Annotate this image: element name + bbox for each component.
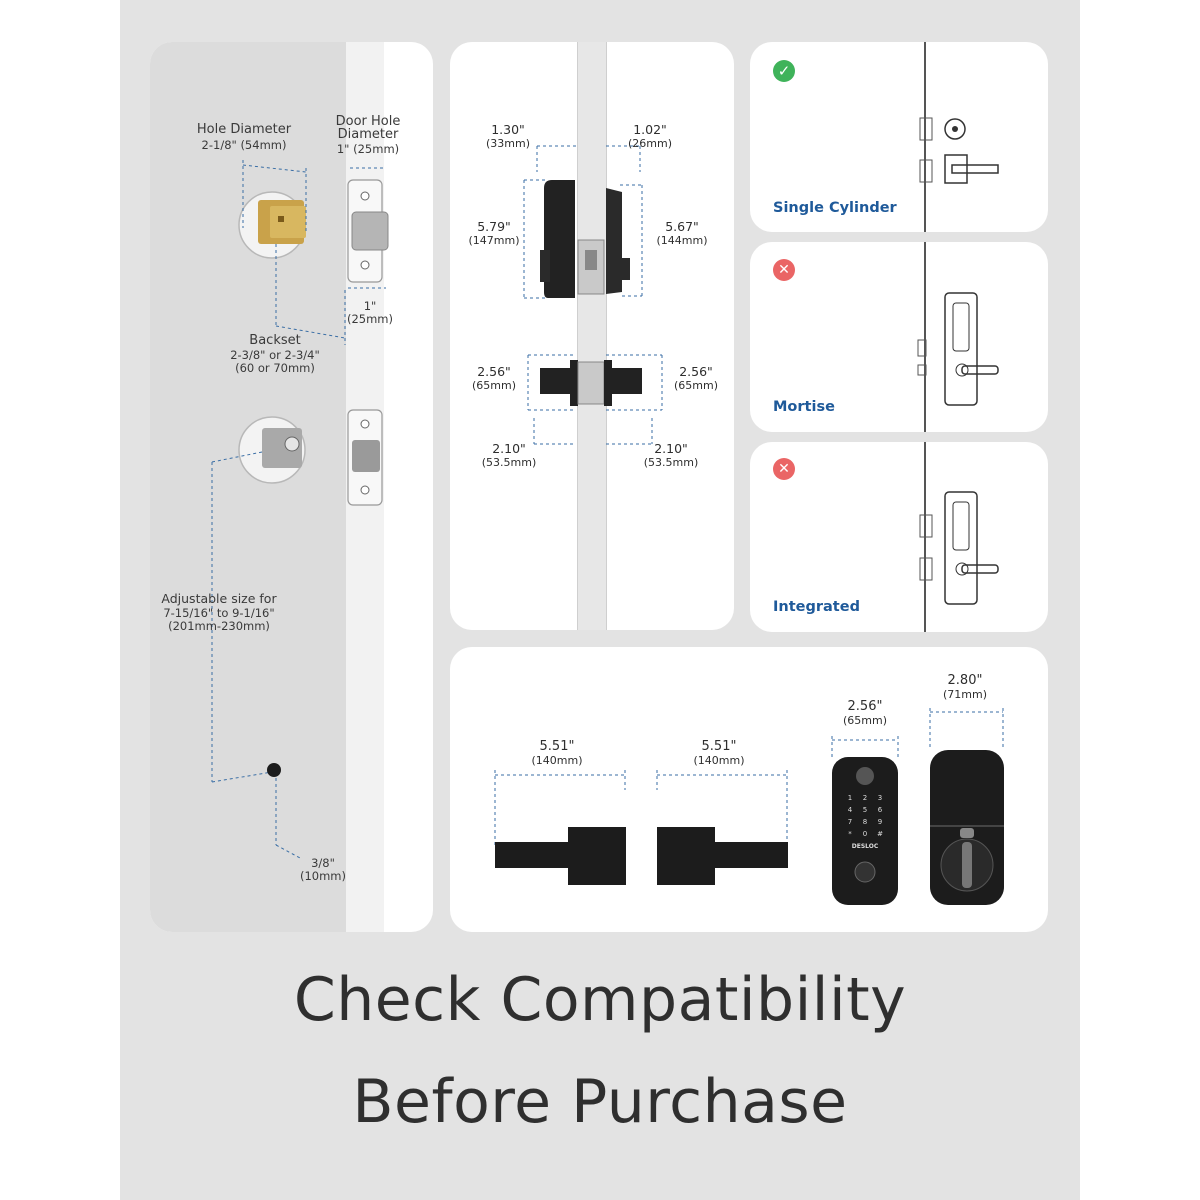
- dim-8: 2.10"(53.5mm): [643, 441, 699, 470]
- door-edge-line: [924, 242, 926, 432]
- door-face: [150, 42, 346, 932]
- brand-logo: DESLOC: [851, 843, 879, 850]
- svg-text:1: 1: [848, 794, 852, 802]
- check-icon: ✓: [773, 60, 795, 82]
- dim-5: 2.56"(65mm): [471, 364, 516, 393]
- adjustable-label-2: 7-15/16" to 9-1/16": [163, 606, 275, 620]
- svg-text:#: #: [877, 830, 883, 838]
- dim-3: 5.79"(147mm): [468, 219, 520, 248]
- door-hole-diameter-value: 1" (25mm): [336, 142, 400, 156]
- card-mortise: [750, 242, 1048, 432]
- door-hole-diameter-label-1: Door Hole: [335, 114, 401, 129]
- headline-line-1: Check Compatibility: [293, 965, 907, 1035]
- dim-7: 2.10"(53.5mm): [481, 441, 537, 470]
- door-section: [577, 42, 607, 630]
- lever-2-width: 5.51"(140mm): [693, 739, 745, 768]
- svg-text:*: *: [848, 830, 852, 838]
- single-cylinder-label: Single Cylinder: [773, 200, 897, 216]
- dim-4: 5.67"(144mm): [656, 219, 708, 248]
- svg-text:2: 2: [863, 794, 867, 802]
- latch-value-mm: (25mm): [346, 312, 393, 326]
- headline-line-2: Before Purchase: [352, 1067, 848, 1137]
- dim-6: 2.56"(65mm): [673, 364, 718, 393]
- front-width: 2.56"(65mm): [842, 699, 887, 728]
- svg-text:6: 6: [878, 806, 883, 814]
- backset-label: Backset: [249, 333, 301, 348]
- svg-text:5: 5: [863, 806, 867, 814]
- mortise-label: Mortise: [773, 399, 835, 415]
- adjustable-label-1: Adjustable size for: [161, 591, 277, 606]
- svg-text:4: 4: [848, 806, 853, 814]
- integrated-label: Integrated: [773, 599, 860, 615]
- door-hole-diameter-label-2: Diameter: [337, 127, 399, 142]
- dim-1: 1.30"(33mm): [485, 122, 530, 151]
- svg-text:0: 0: [863, 830, 867, 838]
- backset-value-2: (60 or 70mm): [235, 361, 315, 375]
- adjustable-label-3: (201mm-230mm): [168, 619, 270, 633]
- cross-icon: ✕: [773, 259, 795, 281]
- hole-diameter-value: 2-1/8" (54mm): [201, 138, 287, 152]
- small-hole-mm: (10mm): [299, 869, 346, 883]
- lever-1-width: 5.51"(140mm): [531, 739, 583, 768]
- card-integrated: [750, 442, 1048, 632]
- hole-diameter-label: Hole Diameter: [196, 122, 292, 137]
- latch-value: 1": [363, 299, 377, 313]
- small-hole-value: 3/8": [311, 856, 335, 870]
- svg-text:8: 8: [863, 818, 867, 826]
- dim-2: 1.02"(26mm): [627, 122, 672, 151]
- svg-text:7: 7: [848, 818, 852, 826]
- backset-value-1: 2-3/8" or 2-3/4": [230, 348, 320, 362]
- cross-icon: ✕: [773, 458, 795, 480]
- svg-text:3: 3: [878, 794, 882, 802]
- side-dimension-panel: [450, 42, 734, 630]
- back-width: 2.80"(71mm): [942, 673, 987, 702]
- card-single-cylinder: [750, 42, 1048, 232]
- door-edge-line: [924, 42, 926, 232]
- svg-text:9: 9: [878, 818, 882, 826]
